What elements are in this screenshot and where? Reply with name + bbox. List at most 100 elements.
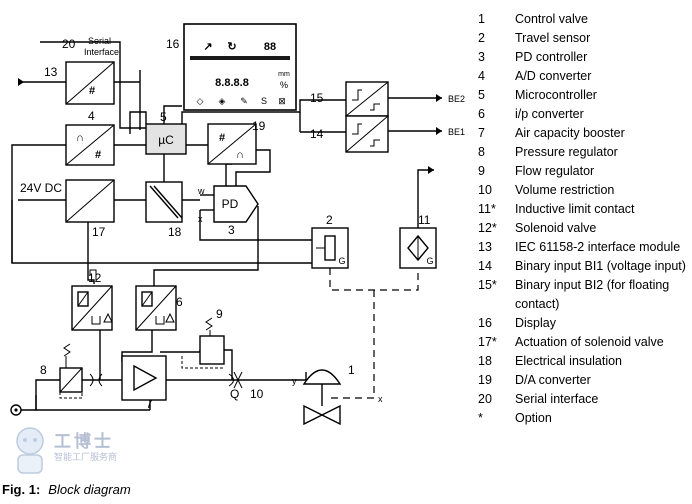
legend-item: 7 Air capacity booster — [478, 124, 688, 143]
svg-text:◇: ◇ — [197, 96, 204, 106]
svg-text:G: G — [338, 256, 345, 266]
svg-text:∩: ∩ — [236, 149, 244, 161]
svg-text:#: # — [219, 132, 225, 144]
pd-controller-3: PD — [213, 185, 259, 223]
legend-text: A/D converter — [515, 69, 592, 83]
signal-wires — [11, 41, 442, 286]
svg-text:18: 18 — [168, 225, 182, 239]
x-label: x — [198, 214, 203, 224]
svg-text:%: % — [280, 80, 288, 90]
legend-item: 17*Actuation of solenoid valve — [478, 333, 688, 352]
svg-text:9: 9 — [216, 307, 223, 321]
flow-regulator-9 — [181, 317, 225, 369]
svg-text:↻: ↻ — [227, 41, 236, 53]
svg-text:µC: µC — [158, 133, 174, 147]
w-label: w — [197, 186, 205, 196]
svg-text:88: 88 — [264, 41, 276, 53]
svg-text:1: 1 — [348, 363, 355, 377]
electrical-insulation-18 — [145, 181, 183, 223]
svg-text:5: 5 — [160, 110, 167, 124]
svg-text:∩: ∩ — [76, 132, 84, 144]
svg-text:17: 17 — [92, 225, 106, 239]
pressure-regulator-8 — [59, 343, 83, 399]
figure-number: Fig. 1: — [2, 482, 41, 497]
legend-item: 19 D/A converter — [478, 371, 688, 390]
svg-text:15: 15 — [310, 91, 324, 105]
svg-text:#: # — [89, 85, 95, 97]
interface-module-13: # — [65, 61, 115, 105]
legend-item: 12*Solenoid valve — [478, 219, 688, 238]
svg-text:↗: ↗ — [203, 41, 212, 53]
be2-label: BE2 — [448, 94, 465, 104]
legend-text: Air capacity booster — [515, 126, 625, 140]
svg-text:4: 4 — [88, 109, 95, 123]
svg-text:8.8.8.8: 8.8.8.8 — [215, 77, 249, 89]
legend-text: D/A converter — [515, 373, 591, 387]
legend-item: 11* Inductive limit contact — [478, 200, 688, 219]
control-valve-1 — [302, 369, 342, 426]
legend-number: 13 — [478, 240, 492, 254]
legend-item: *Option — [478, 409, 688, 428]
diagram-labels: Serial Interface 24V DC BE2 BE1 w x y x … — [20, 36, 465, 411]
legend-number: 2 — [478, 31, 485, 45]
legend-number: 10 — [478, 183, 492, 197]
block-diagram: # ∩ # µC # ∩ PD G — [10, 23, 465, 426]
legend-text: IEC 61158-2 interface module — [515, 240, 681, 254]
legend-text: Microcontroller — [515, 88, 597, 102]
svg-text:8: 8 — [40, 363, 47, 377]
legend-text: Serial interface — [515, 392, 599, 406]
binary-input-15 — [345, 81, 389, 117]
svg-text:10: 10 — [250, 387, 264, 401]
watermark-logo: 工博士 智能工厂服务商 — [8, 425, 158, 480]
svg-text:7: 7 — [146, 397, 153, 411]
legend-text: Control valve — [515, 12, 588, 26]
legend-text: Solenoid valve — [515, 221, 597, 235]
svg-text:S: S — [261, 96, 267, 106]
svg-text:20: 20 — [62, 37, 76, 51]
svg-text:⊠: ⊠ — [278, 96, 286, 106]
legend-text: Flow regulator — [515, 164, 595, 178]
legend-number: 16 — [478, 316, 492, 330]
figure-title: Block diagram — [48, 482, 131, 497]
legend-item: 8 Pressure regulator — [478, 143, 688, 162]
legend-number: 8 — [478, 145, 485, 159]
svg-text:3: 3 — [228, 223, 235, 237]
svg-text:6: 6 — [176, 295, 183, 309]
solenoid-actuation-17 — [65, 179, 115, 223]
display-16: 88 ↻ ↗ 8.8.8.8 mm % S ◇ ◈ ✎ ⊠ — [183, 23, 297, 111]
be1-label: BE1 — [448, 127, 465, 137]
serial-label: Serial — [88, 36, 111, 46]
legend-item: 14 Binary input BI1 (voltage input) — [478, 257, 688, 276]
legend-item: 13 IEC 61158-2 interface module — [478, 238, 688, 257]
svg-text:19: 19 — [252, 119, 266, 133]
legend-text: Binary input BI1 (voltage input) — [515, 259, 686, 273]
legend-text: Inductive limit contact — [515, 202, 635, 216]
air-booster-7 — [121, 355, 167, 401]
legend-number: 7 — [478, 126, 485, 140]
legend-number: 15* — [478, 278, 497, 292]
legend-text: Pressure regulator — [515, 145, 618, 159]
microcontroller-5: µC — [145, 123, 187, 155]
svg-text:11: 11 — [418, 213, 431, 227]
ad-converter-4: ∩ # — [65, 124, 115, 166]
svg-text:13: 13 — [44, 65, 58, 79]
legend-number: * — [478, 411, 483, 425]
legend-text: Electrical insulation — [515, 354, 622, 368]
legend-number: 6 — [478, 107, 485, 121]
legend-number: 17* — [478, 335, 497, 349]
legend-number: 11* — [478, 202, 496, 216]
legend-number: 14 — [478, 259, 492, 273]
legend-number: 19 — [478, 373, 492, 387]
binary-input-14 — [345, 115, 389, 153]
svg-text:12: 12 — [88, 271, 102, 285]
legend-number: 1 — [478, 12, 485, 26]
limit-contact-11: G — [399, 227, 437, 269]
